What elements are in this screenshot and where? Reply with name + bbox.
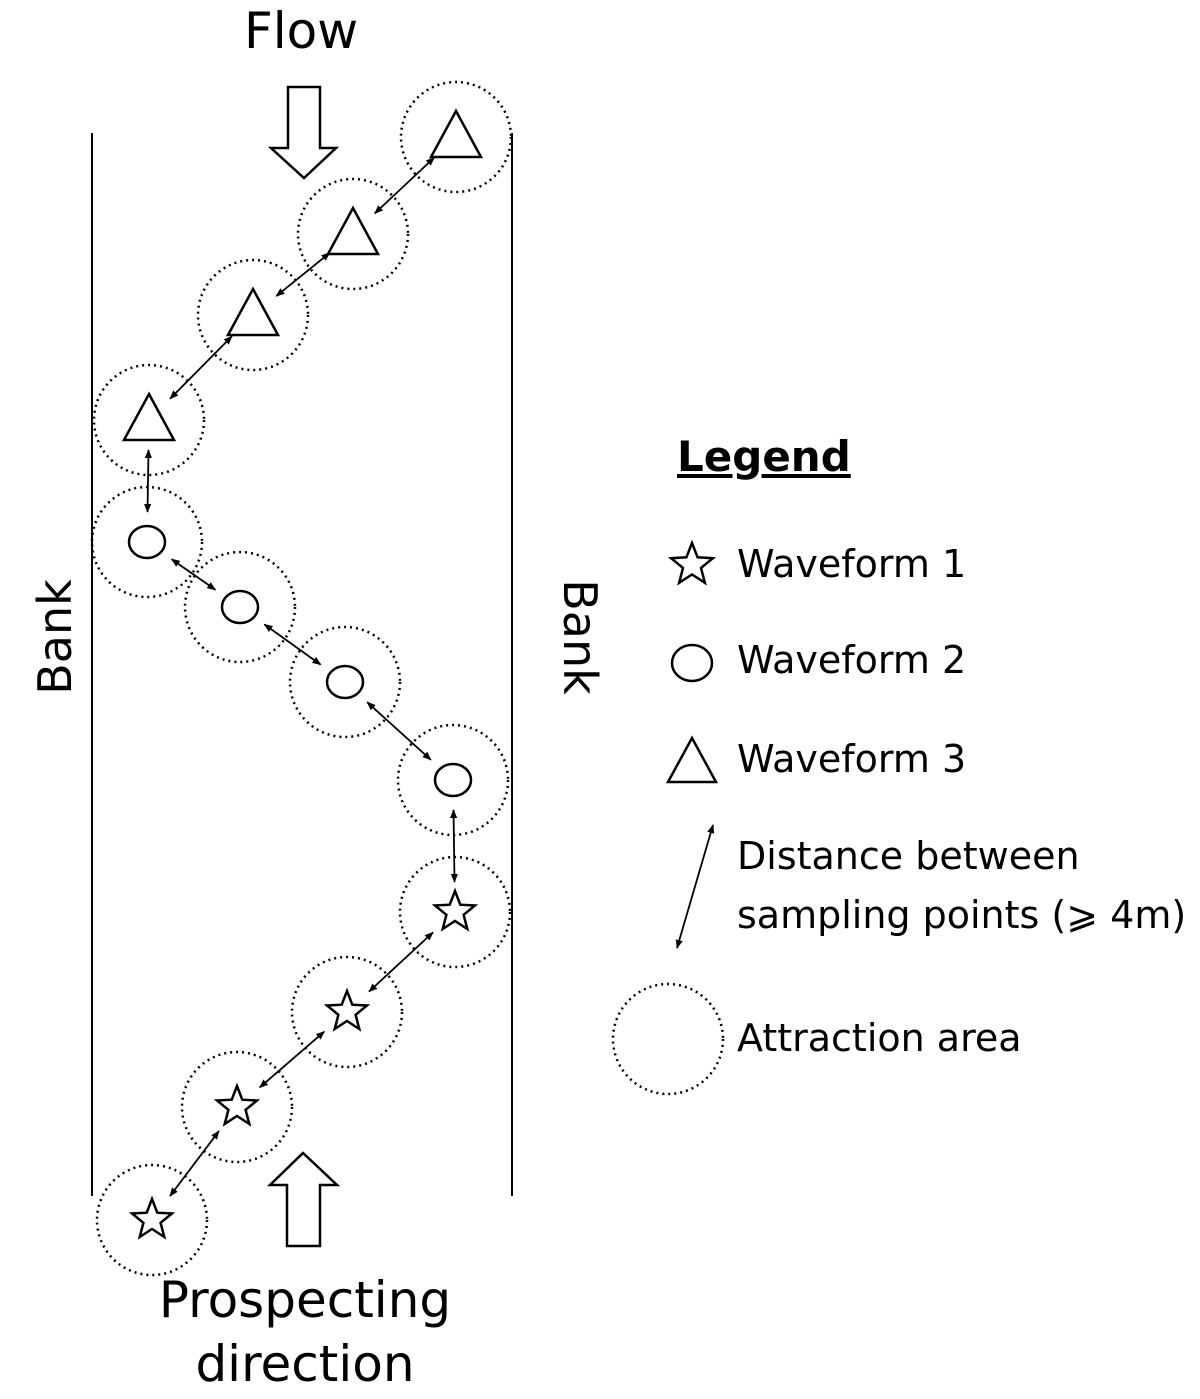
legend-star-icon <box>667 539 717 586</box>
left-bank-label: Bank <box>28 579 82 695</box>
attraction-area-circle <box>396 723 510 837</box>
legend-attraction-label: Attraction area <box>737 1016 1022 1060</box>
legend-waveform2-label: Waveform 2 <box>737 638 967 682</box>
star-icon <box>213 1082 261 1127</box>
attraction-area-circle <box>296 177 410 291</box>
attraction-area-circle <box>92 363 206 477</box>
triangle-icon <box>121 391 177 442</box>
distance-arrow-7 <box>366 701 432 761</box>
sampling-point-4 <box>92 363 206 477</box>
attraction-area-circle <box>95 1163 209 1277</box>
legend-waveform1-label: Waveform 1 <box>737 542 967 586</box>
distance-arrow-2 <box>275 252 331 297</box>
sampling-point-2 <box>296 177 410 291</box>
sampling-point-10 <box>290 955 404 1069</box>
distance-arrow-1 <box>374 156 435 215</box>
sampling-point-12 <box>95 1163 209 1277</box>
star-icon <box>323 987 371 1032</box>
triangle-icon <box>225 286 281 337</box>
sampling-point-7 <box>288 625 402 739</box>
legend-distance-arrow-icon <box>675 824 715 949</box>
triangle-icon <box>428 108 484 159</box>
prospecting-arrow-icon <box>266 1151 341 1248</box>
circle-icon <box>127 524 167 560</box>
attraction-area-circle <box>399 80 513 194</box>
attraction-area-circle <box>180 1050 294 1164</box>
distance-arrow-3 <box>169 335 233 400</box>
distance-arrow-10 <box>259 1030 325 1089</box>
distance-arrow-4 <box>144 449 152 513</box>
distance-arrow-6 <box>263 623 322 666</box>
attraction-area-circle <box>196 258 310 372</box>
legend-distance-label-line2: sampling points (⩾ 4m) <box>737 893 1187 937</box>
triangle-icon <box>325 205 381 256</box>
distance-arrow-11 <box>169 1130 220 1197</box>
distance-arrow-8 <box>450 809 458 883</box>
distance-arrow-5 <box>170 558 217 591</box>
attraction-area-circle <box>183 550 297 664</box>
star-icon <box>128 1195 176 1240</box>
sampling-point-8 <box>396 723 510 837</box>
circle-icon <box>325 664 365 700</box>
legend-circle-icon <box>670 643 714 683</box>
sampling-point-6 <box>183 550 297 664</box>
flow-label: Flow <box>244 2 359 60</box>
legend-title: Legend <box>677 432 851 481</box>
prospecting-direction-label: Prospecting direction <box>158 1271 452 1393</box>
sampling-point-11 <box>180 1050 294 1164</box>
flow-arrow-icon <box>267 85 340 180</box>
legend-waveform3-label: Waveform 3 <box>737 737 967 781</box>
attraction-area-circle <box>290 955 404 1069</box>
circle-icon <box>220 589 260 625</box>
right-bank-label: Bank <box>553 579 607 695</box>
sampling-point-3 <box>196 258 310 372</box>
legend-attraction-area-icon <box>611 982 725 1096</box>
attraction-area-circle <box>288 625 402 739</box>
legend-distance-label-line1: Distance between <box>737 834 1080 878</box>
star-icon <box>431 887 479 932</box>
circle-icon <box>433 762 473 798</box>
distance-arrow-9 <box>368 931 434 993</box>
sampling-point-1 <box>399 80 513 194</box>
legend-triangle-icon <box>665 735 719 784</box>
